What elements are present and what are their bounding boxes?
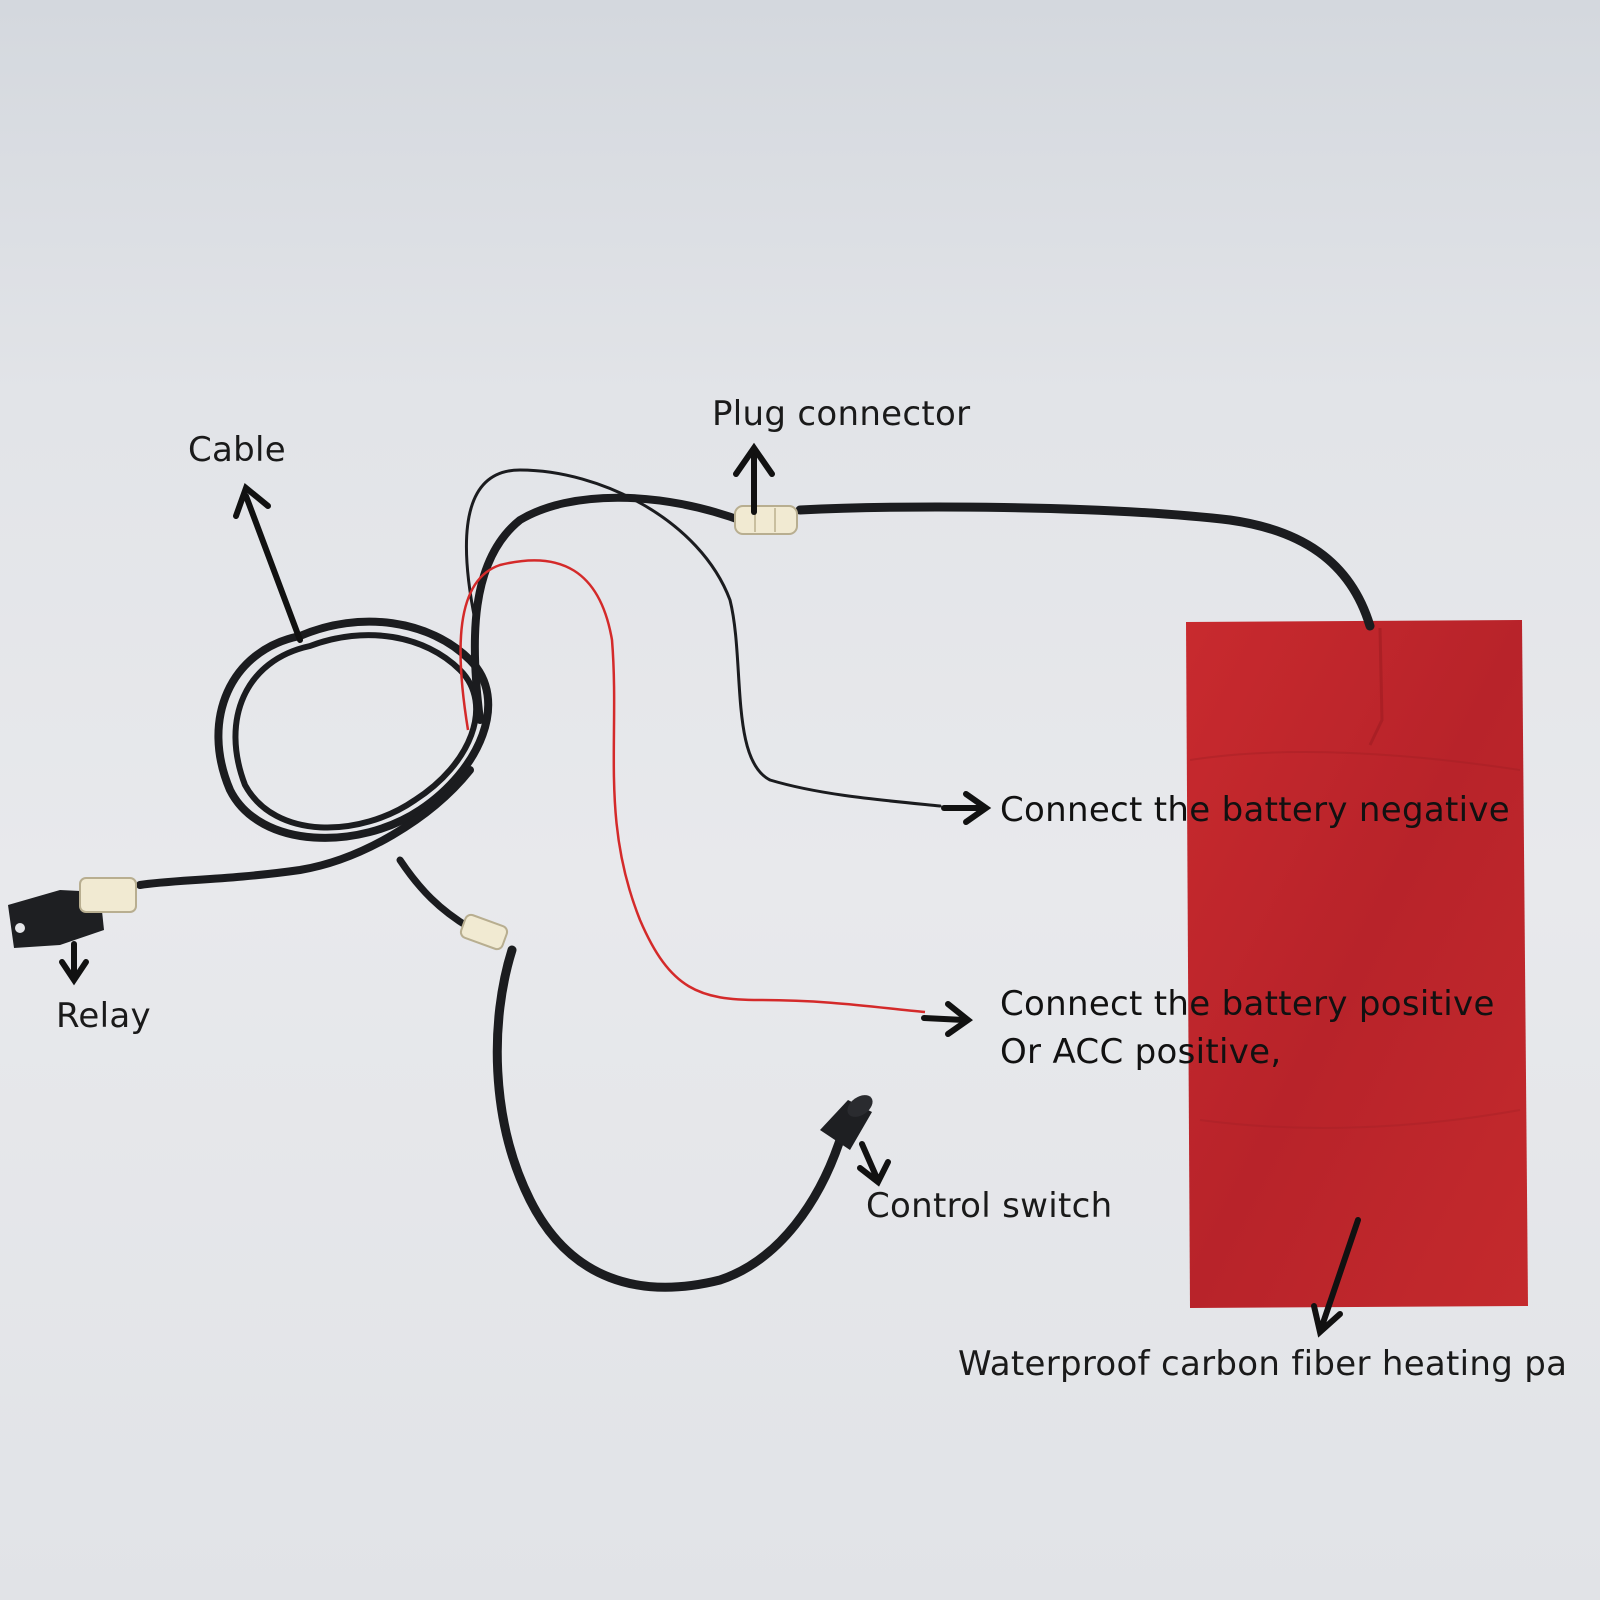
heating-pad-label: Waterproof carbon fiber heating pa [958,1344,1568,1384]
battery-positive-label: Connect the battery positive [1000,984,1495,1024]
control-switch-icon [820,1095,873,1150]
relay-icon [8,877,137,948]
cable-loop [136,468,1375,1292]
plug-connector-icon [734,505,798,535]
arrow-icon [59,442,1361,1338]
relay-label: Relay [56,996,151,1036]
cable-label: Cable [188,430,287,470]
control-switch-label: Control switch [866,1186,1113,1226]
red-wire [459,559,926,1014]
acc-positive-label: Or ACC positive, [1000,1032,1282,1072]
battery-negative-label: Connect the battery negative [1000,790,1510,830]
small-connector-icon [459,913,509,951]
heating-pad [1186,620,1528,1308]
plug-connector-label: Plug connector [712,394,971,434]
